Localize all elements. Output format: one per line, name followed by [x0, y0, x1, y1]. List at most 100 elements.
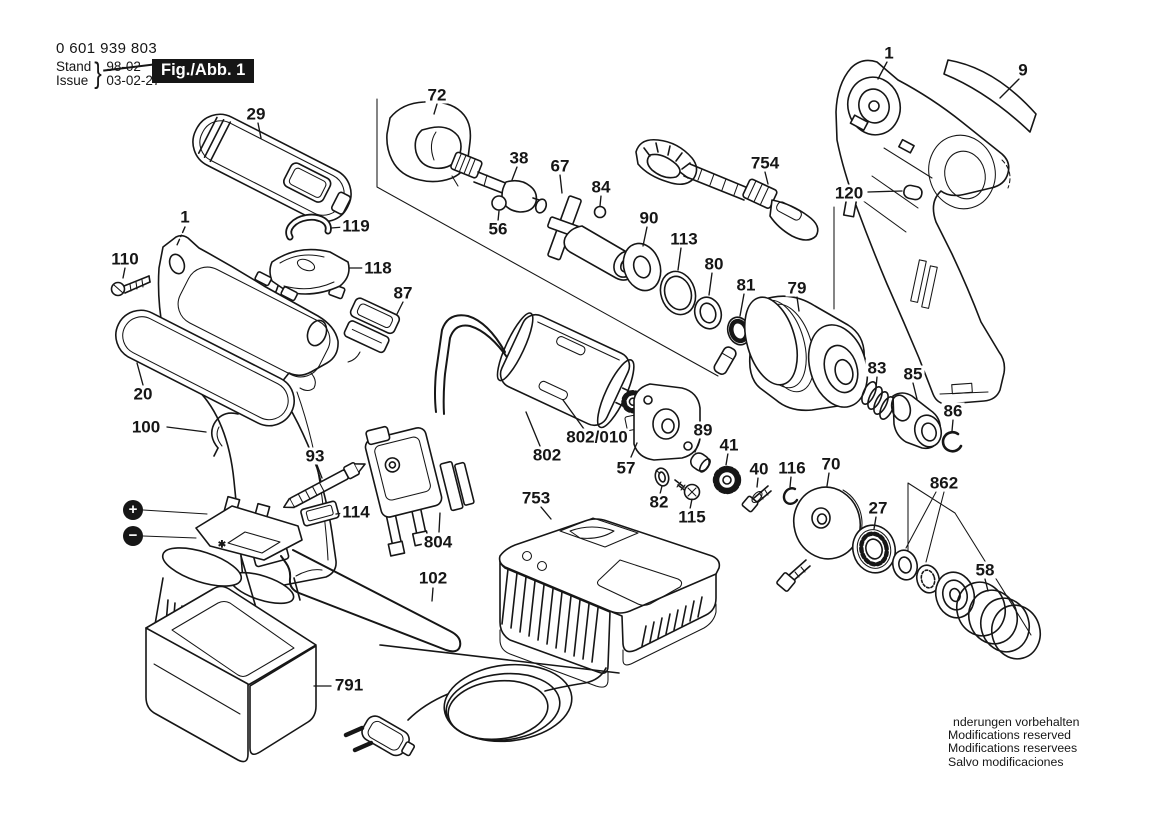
sticker-9	[943, 59, 1037, 133]
grip-pad-20	[115, 309, 295, 427]
screwdriver-bit-93	[282, 462, 366, 509]
part-callout-102: 102	[416, 568, 450, 588]
callout-leader	[867, 190, 903, 193]
callout-leader	[136, 362, 144, 386]
part-callout-83: 83	[865, 358, 889, 378]
callout-leader	[999, 78, 1020, 99]
plus-terminal-marker: +	[123, 500, 143, 520]
hammer-79	[744, 295, 869, 412]
callout-leader	[875, 376, 878, 389]
alignment-lines	[142, 98, 1032, 636]
callout-leader	[559, 174, 563, 194]
callout-leader	[756, 477, 759, 488]
callout-leader	[166, 426, 207, 433]
bushing-85	[890, 392, 943, 450]
charger-753	[498, 517, 721, 688]
lock-washer-862b	[915, 564, 941, 594]
callout-leader-layer	[122, 61, 1020, 687]
top-cover-29	[192, 113, 352, 223]
callout-leader	[257, 122, 262, 139]
mains-cable	[379, 644, 620, 743]
spur-wheel-70	[792, 486, 863, 560]
spring-83	[861, 381, 895, 420]
latch-button-114	[300, 500, 340, 527]
callout-leader	[694, 438, 701, 453]
battery-cells	[151, 547, 301, 655]
callout-leader	[497, 210, 500, 222]
note-de: nderungen vorbehalten	[953, 715, 1080, 729]
part-callout-93: 93	[303, 446, 327, 466]
callout-leader	[951, 419, 954, 432]
stand-label: Stand	[56, 59, 92, 74]
part-callout-86: 86	[941, 401, 965, 421]
part-callout-38: 38	[507, 148, 531, 168]
snap-ring-116	[782, 487, 799, 505]
callout-leader	[708, 272, 713, 296]
ball-bearing-27	[851, 524, 897, 574]
part-callout-114: 114	[340, 502, 372, 522]
callout-leader	[725, 452, 729, 466]
gear-41	[712, 465, 742, 495]
bearing-plate-57	[624, 383, 701, 461]
callout-leader	[525, 411, 541, 447]
note-fr: Modifications reservees	[948, 741, 1078, 756]
part-callout-113: 113	[668, 229, 700, 249]
part-callout-87: 87	[391, 283, 415, 303]
callout-leader	[789, 476, 792, 488]
screw-110	[110, 275, 151, 297]
issue-label: Issue	[56, 73, 89, 88]
spring-cup-58	[934, 571, 976, 619]
callout-leader	[642, 226, 648, 247]
callout-leader	[316, 464, 323, 479]
part-callout-56: 56	[486, 219, 510, 239]
part-callout-20: 20	[131, 384, 155, 404]
part-callout-41: 41	[717, 435, 741, 455]
callout-leader	[540, 506, 552, 520]
part-callout-9: 9	[1016, 60, 1030, 80]
part-callout-79: 79	[785, 278, 809, 298]
callout-leader	[677, 247, 682, 271]
callout-leader	[630, 442, 638, 458]
part-callout-27: 27	[866, 498, 890, 518]
part-callout-57: 57	[614, 458, 638, 478]
pin-120	[903, 184, 923, 201]
spindle-38	[450, 151, 548, 214]
screw-40	[741, 485, 772, 513]
callout-leader	[433, 103, 438, 115]
part-callout-754: 754	[748, 153, 782, 173]
part-callout-100: 100	[129, 417, 163, 437]
part-callout-110: 110	[109, 249, 141, 269]
part-callout-85: 85	[901, 364, 925, 384]
part-callout-802: 802	[530, 445, 564, 465]
part-callout-84: 84	[589, 177, 613, 197]
part-callout-81: 81	[734, 275, 758, 295]
snap-ring-86	[941, 430, 963, 453]
minus-terminal-marker: −	[123, 526, 143, 546]
callout-leader	[599, 195, 602, 207]
callout-leader	[511, 166, 518, 181]
part-callout-90: 90	[637, 208, 661, 228]
part-callout-791: 791	[332, 675, 366, 695]
part-callout-29: 29	[244, 104, 268, 124]
connecting-wire-102	[280, 549, 462, 653]
part-callout-1: 1	[178, 207, 192, 227]
part-callout-115: 115	[676, 507, 708, 527]
superseded-date: 98-02	[103, 60, 164, 74]
callout-leader	[689, 498, 693, 510]
callout-leader	[122, 267, 126, 279]
mains-plug	[343, 715, 416, 757]
part-callout-116: 116	[776, 458, 808, 478]
screw-below-70	[776, 559, 811, 592]
switch-804	[364, 425, 475, 557]
callout-leader	[796, 296, 800, 312]
pin-below-81	[713, 346, 737, 375]
order-number: 0 601 939 803	[56, 40, 158, 57]
part-callout-40: 40	[747, 459, 771, 479]
wrist-strap-754	[635, 138, 819, 241]
callout-leader	[431, 587, 434, 602]
ring-113	[659, 270, 697, 316]
callout-leader	[562, 399, 585, 430]
callout-leader	[984, 578, 989, 592]
issue-date: 03-02-27	[106, 73, 161, 88]
